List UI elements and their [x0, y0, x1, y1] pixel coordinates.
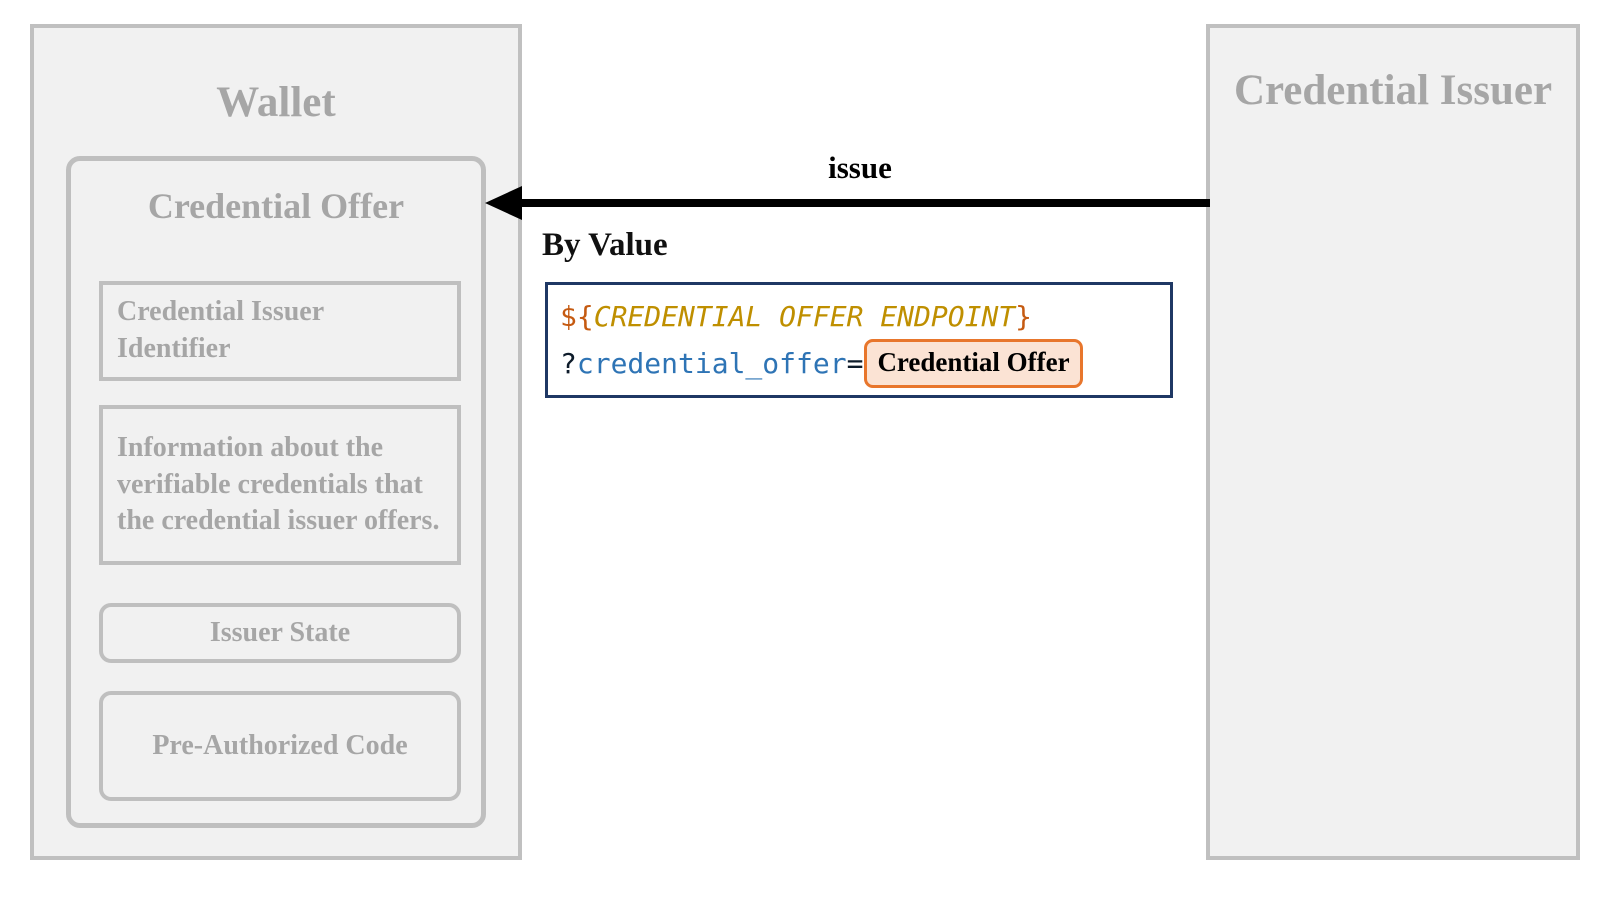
field-pre-authorized-code-label: Pre-Authorized Code [152, 729, 408, 761]
brace-close-token: } [1015, 300, 1033, 333]
question-mark-token: ? [560, 347, 577, 380]
credential-offer-param-token: credential_offer [576, 347, 847, 380]
field-issuer-state: Issuer State [99, 603, 461, 663]
credential-issuer-panel: Credential Issuer [1206, 24, 1580, 860]
field-credentials-information-label: Information about the verifiable credent… [117, 431, 440, 537]
credential-offer-title: Credential Offer [147, 186, 405, 226]
dollar-brace-open-token: ${ [560, 300, 594, 333]
field-credential-issuer-identifier: Credential Issuer Identifier [99, 281, 461, 381]
by-value-heading: By Value [542, 227, 668, 263]
field-credentials-information: Information about the verifiable credent… [99, 405, 461, 565]
wallet-panel: Wallet Credential Offer Credential Issue… [30, 24, 522, 860]
endpoint-variable-token: CREDENTIAL OFFER ENDPOINT [593, 300, 1016, 333]
issue-arrow-icon [485, 186, 1210, 220]
code-line-query: ?credential_offer=Credential Offer [560, 338, 1160, 390]
equals-token: = [846, 347, 864, 380]
credential-issuer-panel-title: Credential Issuer [1233, 67, 1553, 114]
code-line-endpoint: ${CREDENTIAL OFFER ENDPOINT} [560, 293, 1160, 340]
credential-offer-container: Credential Offer Credential Issuer Ident… [66, 156, 486, 828]
field-pre-authorized-code: Pre-Authorized Code [99, 691, 461, 801]
issue-arrow-label: issue [828, 150, 892, 185]
credential-offer-uri-code-block: ${CREDENTIAL OFFER ENDPOINT} ?credential… [545, 282, 1173, 398]
wallet-panel-title: Wallet [216, 79, 336, 126]
credential-offer-value-chip: Credential Offer [864, 338, 1083, 388]
field-credential-issuer-identifier-label: Credential Issuer Identifier [117, 296, 324, 364]
field-issuer-state-label: Issuer State [209, 616, 351, 648]
